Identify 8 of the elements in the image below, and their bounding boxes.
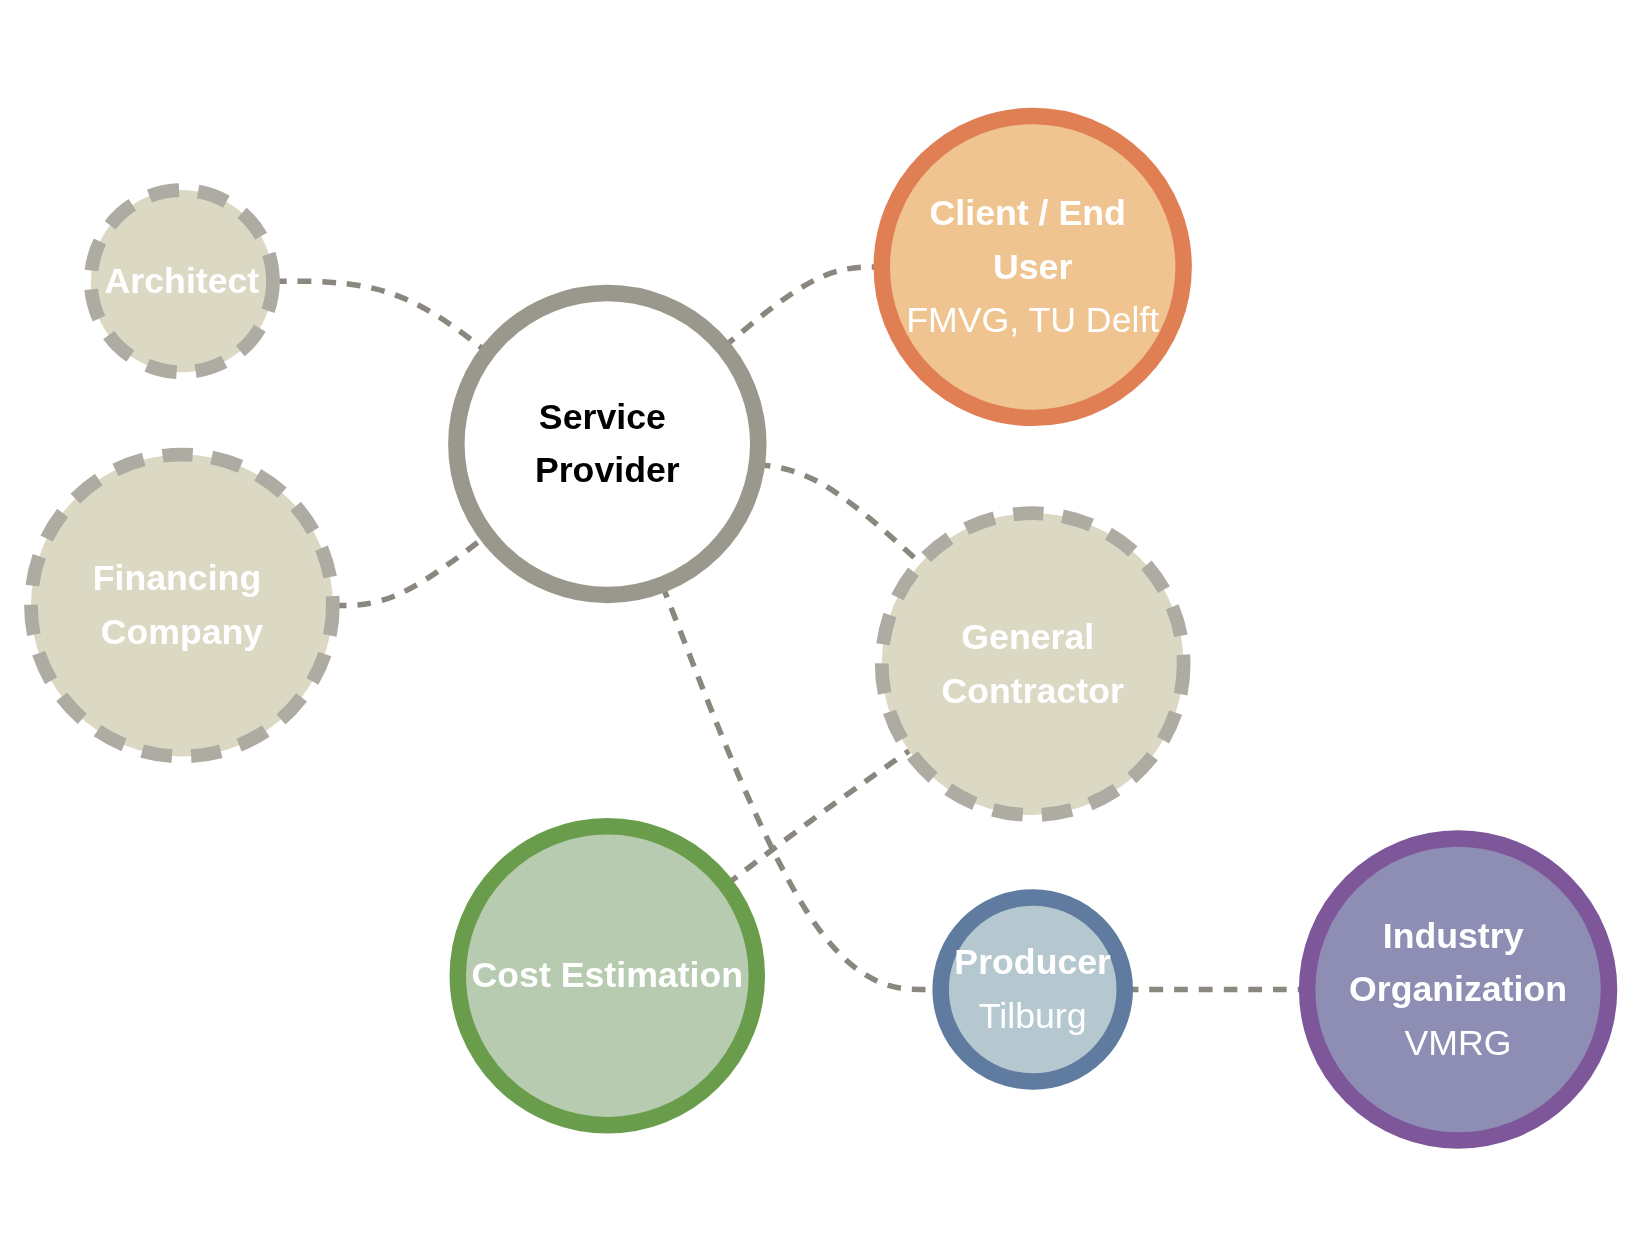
node-circle: Service Provider: [448, 285, 767, 604]
node-circle: Client / End User FMVG, TU Delft: [873, 108, 1192, 427]
node-circle: Producer Tilburg: [932, 889, 1133, 1091]
node-circle: Financing Company: [24, 447, 340, 764]
node-circle: General Contractor: [874, 506, 1191, 823]
node-circle: Industry Organization VMRG: [1298, 830, 1618, 1149]
node-circle: Architect: [84, 183, 280, 380]
node-circle: Cost Estimation: [449, 818, 766, 1134]
